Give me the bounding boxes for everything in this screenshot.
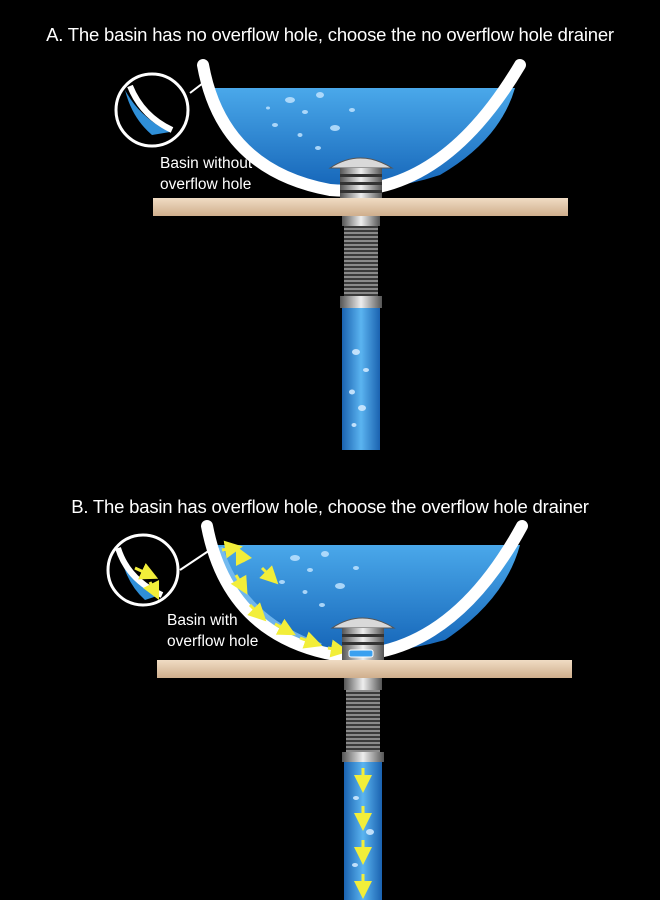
diagram-b-basin-drain xyxy=(106,520,572,900)
diagram-a-basin-drain xyxy=(114,59,568,450)
water-bubbles xyxy=(266,92,355,150)
caption-line-1: Basin without xyxy=(160,155,253,172)
caption-line-2: overflow hole xyxy=(160,176,252,193)
overflow-slot xyxy=(348,649,374,658)
panel-a-heading: A. The basin has no overflow hole, choos… xyxy=(46,24,614,45)
caption-line-1: Basin with xyxy=(167,612,238,629)
panel-b-heading: B. The basin has overflow hole, choose t… xyxy=(71,496,589,517)
panel-b-with-overflow: B. The basin has overflow hole, choose t… xyxy=(0,450,660,900)
hose-connector xyxy=(342,752,384,762)
drain-nut xyxy=(344,678,382,690)
drain-cap xyxy=(330,617,396,629)
panel-b-caption: Basin with overflow hole xyxy=(167,610,258,652)
flexible-hose xyxy=(346,690,380,752)
drain-nut xyxy=(342,216,380,226)
water-bubbles xyxy=(279,551,359,607)
drain-pipe-water xyxy=(342,308,380,450)
panel-a-caption: Basin without overflow hole xyxy=(160,153,252,195)
flexible-hose xyxy=(344,226,378,296)
drain-cap xyxy=(328,157,394,169)
countertop xyxy=(157,660,572,678)
magnifier-detail xyxy=(106,533,211,607)
countertop xyxy=(153,198,568,216)
caption-line-2: overflow hole xyxy=(167,633,259,650)
basin-bowl xyxy=(197,59,526,197)
hose-connector xyxy=(340,296,382,308)
panel-a-no-overflow: A. The basin has no overflow hole, choos… xyxy=(46,24,614,450)
magnifier-detail xyxy=(114,72,208,148)
overflow-flow-arrows xyxy=(221,540,349,658)
